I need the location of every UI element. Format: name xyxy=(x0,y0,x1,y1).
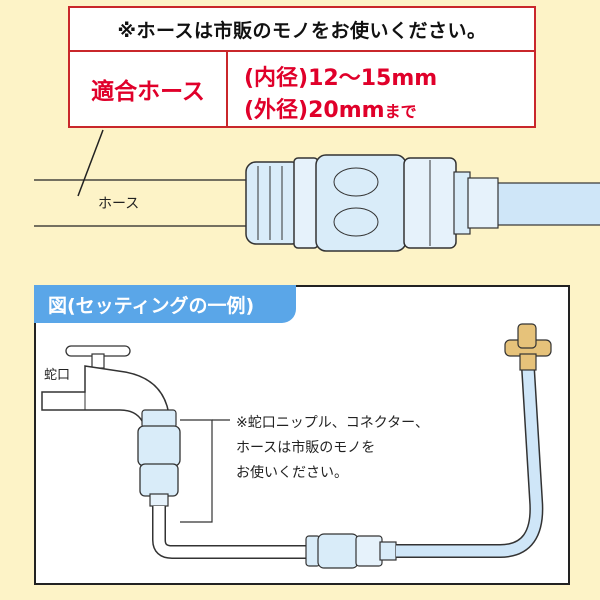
blue-hose xyxy=(489,182,600,226)
example-note-line-2: ホースは市販のモノを xyxy=(236,440,376,456)
example-title: 図(セッティングの一例) xyxy=(34,285,296,323)
inline-coupler xyxy=(317,533,359,569)
blue-hose-example xyxy=(396,367,542,557)
hose-label: ホース xyxy=(98,196,140,212)
note-box: ※ホースは市販のモノをお使いください。 適合ホース (内径)12～15mm (外… xyxy=(68,6,536,128)
connector-barb xyxy=(467,177,499,229)
bracket-left xyxy=(180,419,213,523)
faucet-coupler xyxy=(137,425,181,467)
faucet-nipple xyxy=(141,409,177,429)
example-note-line-3: お使いください。 xyxy=(236,465,348,481)
note-row: ※ホースは市販のモノをお使いください。 xyxy=(70,8,534,52)
example-panel xyxy=(34,285,570,585)
example-note-line-1: ※蛇口ニップル、コネクター、 xyxy=(236,415,430,431)
inner-diameter-spec: (内径)12～15mm xyxy=(244,66,438,91)
outer-diameter-suffix: まで xyxy=(384,102,417,121)
faucet-label: 蛇口 xyxy=(44,368,71,383)
pointer-line xyxy=(77,129,104,197)
outer-diameter-value: (外径)20mm xyxy=(244,98,385,123)
outer-diameter-spec: (外径)20mmまで xyxy=(244,92,417,124)
hose-note-text: ※ホースは市販のモノをお使いください。 xyxy=(117,19,487,42)
compatible-hose-label: 適合ホース xyxy=(70,52,228,126)
white-hose xyxy=(153,506,310,558)
